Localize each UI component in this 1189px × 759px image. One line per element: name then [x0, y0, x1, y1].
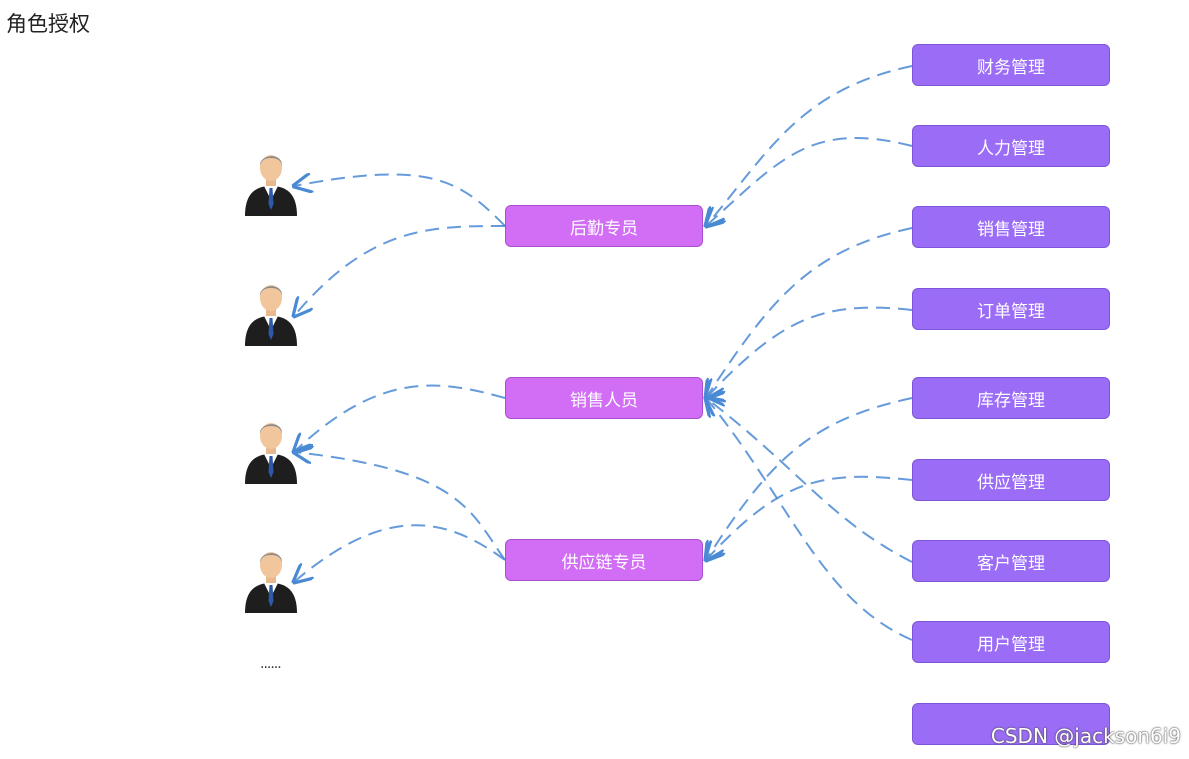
watermark: CSDN @jackson6i9 [990, 724, 1181, 748]
businessman-icon [243, 148, 299, 216]
connector-inventory-to-supply [706, 397, 913, 560]
connector-order-to-sales [706, 306, 913, 398]
more-users-ellipsis: ...... [260, 656, 282, 672]
connector-logistics-to-user2 [294, 225, 506, 316]
role-supply-chain[interactable]: 供应链专员 [505, 539, 703, 581]
businessman-icon [243, 278, 299, 346]
connector-logistics-to-user1 [294, 174, 506, 227]
permission-more[interactable] [912, 703, 1110, 745]
connector-salesmgmt-to-sales [706, 227, 913, 398]
connector-customer-to-sales [706, 398, 913, 563]
permission-order[interactable]: 订单管理 [912, 288, 1110, 330]
connector-hr-to-logistics [706, 137, 913, 226]
permission-supply[interactable]: 供应管理 [912, 459, 1110, 501]
connector-finance-to-logistics [706, 65, 913, 226]
page-title: 角色授权 [6, 12, 90, 36]
permission-inventory[interactable]: 库存管理 [912, 377, 1110, 419]
permission-customer[interactable]: 客户管理 [912, 540, 1110, 582]
connector-sales-to-user3 [294, 384, 506, 452]
connector-supply-to-supply [706, 475, 913, 560]
businessman-icon [243, 545, 299, 613]
role-sales[interactable]: 销售人员 [505, 377, 703, 419]
connector-supply-to-user3 [294, 452, 506, 561]
permission-user[interactable]: 用户管理 [912, 621, 1110, 663]
connector-user-to-sales [706, 398, 913, 641]
connector-supply-to-user4 [294, 524, 506, 582]
permission-hr[interactable]: 人力管理 [912, 125, 1110, 167]
permission-finance[interactable]: 财务管理 [912, 44, 1110, 86]
businessman-icon [243, 416, 299, 484]
permission-sales[interactable]: 销售管理 [912, 206, 1110, 248]
role-logistics[interactable]: 后勤专员 [505, 205, 703, 247]
